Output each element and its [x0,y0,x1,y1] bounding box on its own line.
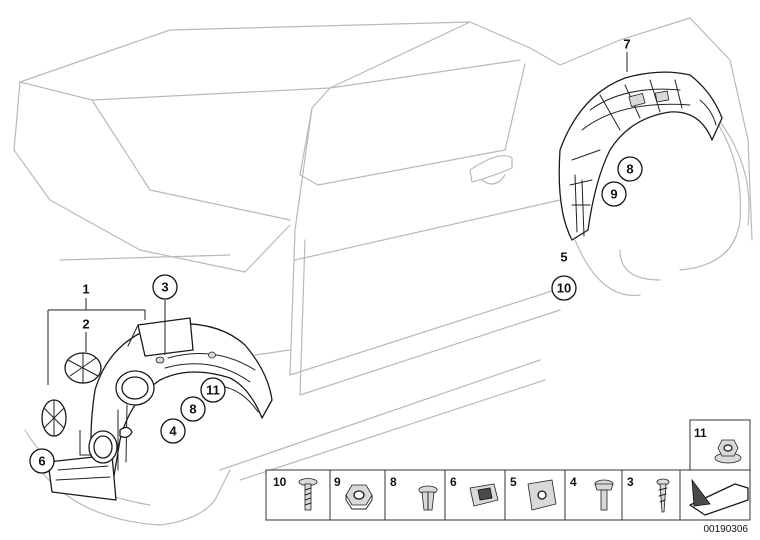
bracket-1 [48,309,146,320]
svg-text:11: 11 [206,383,220,398]
legend-label-9: 9 [334,475,341,489]
legend-label-4: 4 [570,475,577,489]
svg-text:8: 8 [626,162,633,177]
svg-text:4: 4 [169,424,177,439]
legend-label-10: 10 [273,475,287,489]
callout-10: 10 [551,275,577,301]
svg-text:3: 3 [161,280,168,295]
orientation-arrow-icon [689,478,749,516]
svg-text:9: 9 [610,187,617,202]
svg-text:8: 8 [189,402,196,417]
screw-with-washer-icon [298,478,318,511]
callout-2: 2 [82,317,89,332]
callout-3: 3 [152,274,178,300]
clip-nut-icon [527,479,557,511]
legend-label-8: 8 [390,475,397,489]
svg-text:6: 6 [38,454,45,469]
callout-1: 1 [82,282,89,297]
hex-nut-icon [345,484,373,510]
rear-wheel-arch-liner [558,71,723,241]
callout-6: 6 [29,448,55,474]
callout-7: 7 [623,37,630,52]
callout-11: 11 [200,377,226,403]
legend-label-5: 5 [510,475,517,489]
svg-text:10: 10 [557,281,571,296]
flange-nut-icon [714,439,742,464]
callout-8-rear: 8 [617,156,643,182]
expanding-rivet-icon [418,485,438,511]
legend-label-11: 11 [694,426,707,440]
spring-nut-icon [469,483,499,507]
car-body-outline [13,17,753,526]
legend-label-6: 6 [450,475,457,489]
self-tapping-screw-icon [656,478,670,513]
bracket-1-bottom [79,430,92,456]
callout-4: 4 [160,418,186,444]
grommet-cap-lower [41,399,67,437]
grommet-cap-upper [64,352,102,384]
legend-label-3: 3 [627,475,634,489]
collar-screw-icon [594,479,614,511]
callout-8-front: 8 [180,396,206,422]
reference-number: 00190306 [704,524,749,535]
callout-5: 5 [560,250,567,265]
fastener-legend: 10 9 8 6 5 4 3 11 [265,419,751,521]
front-wheel-arch-liner [47,317,273,501]
callout-9: 9 [601,181,627,207]
